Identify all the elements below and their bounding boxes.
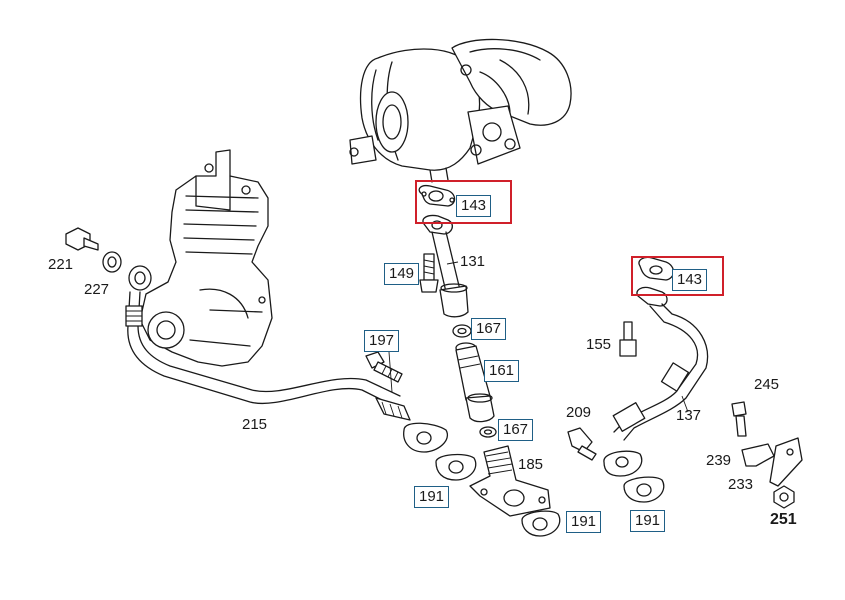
o-ring-167-upper [452,324,472,338]
bracket-233 [769,437,803,487]
fitting-155 [619,321,637,357]
callout-191-right[interactable]: 191 [630,510,666,532]
bolt-197 [365,351,403,383]
washer-227 [102,251,122,273]
bolt-245 [731,401,747,437]
label-239: 239 [706,452,732,469]
callout-167-upper[interactable]: 167 [471,318,507,340]
callout-161[interactable]: 161 [484,360,520,382]
callout-191-left[interactable]: 191 [414,486,450,508]
callout-191-middle[interactable]: 191 [566,511,602,533]
label-233: 233 [728,476,754,493]
label-155: 155 [586,336,612,353]
label-209: 209 [566,404,592,421]
callout-143-right[interactable]: 143 [672,269,708,291]
pipe-131 [422,214,469,318]
pipe-137 [603,286,709,477]
label-251: 251 [770,511,797,528]
label-227: 227 [84,281,110,298]
highlight-143-right [631,256,724,296]
label-221: 221 [48,256,74,273]
bolt-149 [419,253,439,293]
label-137: 137 [676,407,702,424]
bracket-239 [741,443,775,467]
callout-143-upper[interactable]: 143 [456,195,492,217]
label-131: 131 [460,253,486,270]
highlight-143-upper [415,180,512,224]
gasket-191-middle [521,510,561,537]
banjo-bolt-221 [65,227,99,251]
o-ring-167-lower [479,426,497,438]
callout-167-lower[interactable]: 167 [498,419,534,441]
gasket-143-upper [418,184,456,207]
label-185: 185 [518,456,544,473]
nut-251 [773,485,795,509]
turbocharger [349,38,572,183]
elbow-185 [469,445,551,517]
label-245: 245 [754,376,780,393]
air-compressor [139,149,273,367]
label-215: 215 [242,416,268,433]
callout-197[interactable]: 197 [364,330,400,352]
sleeve-161 [455,342,495,423]
gasket-191-left [435,453,477,481]
pipe-215 [125,265,448,453]
fitting-209 [567,427,597,461]
gasket-191-right [623,476,665,503]
callout-149[interactable]: 149 [384,263,420,285]
